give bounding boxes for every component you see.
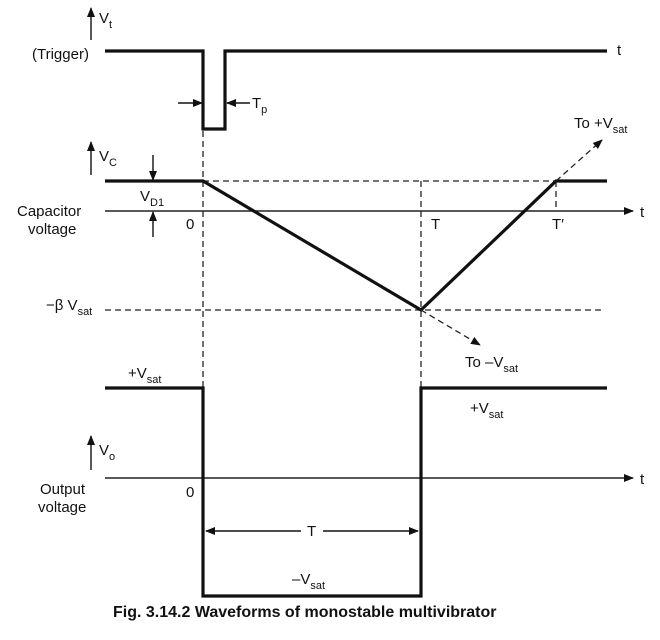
vsat-low-label: –Vsat [292, 571, 325, 592]
to-neg-vsat-arrow [420, 309, 481, 346]
output-origin-label: 0 [186, 484, 194, 501]
output-row-label-line1: Output [40, 481, 86, 498]
capacitor-time-label: t [640, 204, 645, 221]
output-waveform [105, 386, 607, 598]
capacitor-row-label-line2: voltage [28, 221, 76, 238]
trigger-panel: Vt (Trigger) t Tp [32, 7, 622, 131]
tp-label: Tp [252, 95, 267, 116]
to-pos-vsat-label: To +Vsat [574, 115, 627, 136]
t-prime-label: T′ [552, 216, 564, 233]
output-row-label-line2: voltage [38, 499, 86, 516]
beta-vsat-label: −β Vsat [46, 297, 92, 318]
trigger-time-label: t [617, 42, 622, 59]
to-neg-vsat-label: To –Vsat [465, 354, 518, 375]
trigger-waveform [105, 49, 607, 131]
capacitor-origin-label: 0 [186, 216, 194, 233]
output-period-label: T [307, 523, 316, 540]
vd1-label: VD1 [140, 188, 164, 209]
to-pos-vsat-arrow [555, 139, 603, 182]
figure-caption: Fig. 3.14.2 Waveforms of monostable mult… [113, 604, 496, 621]
output-time-label: t [640, 471, 645, 488]
vo-axis-label: Vo [99, 442, 115, 463]
vsat-high-before-label: +Vsat [128, 365, 161, 386]
vsat-high-after-label: +Vsat [470, 400, 503, 421]
vt-axis-label: Vt [99, 10, 112, 31]
trigger-row-label: (Trigger) [32, 46, 89, 63]
vc-axis-label: VC [99, 148, 117, 169]
capacitor-waveform [105, 179, 607, 312]
output-panel: +Vsat Vo Output voltage t 0 +Vsat T –Vsa… [38, 365, 645, 598]
period-T-label: T [431, 216, 440, 233]
capacitor-row-label-line1: Capacitor [17, 203, 81, 220]
capacitor-panel: VC Capacitor voltage t VD1 0 T T′ −β Vsa… [17, 115, 645, 375]
